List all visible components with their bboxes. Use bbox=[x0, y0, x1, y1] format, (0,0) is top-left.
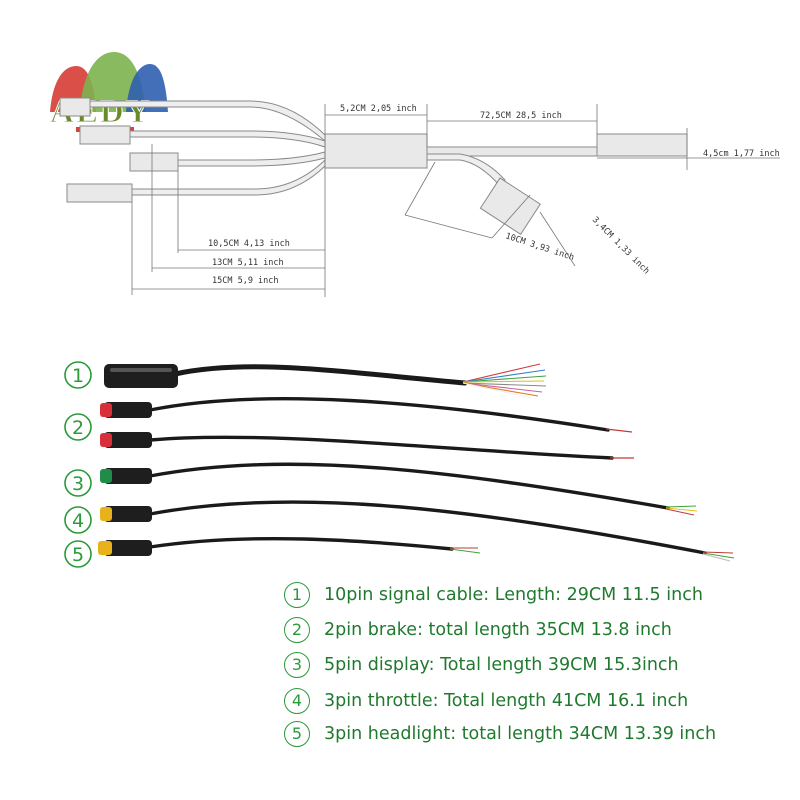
logo-mound-blue bbox=[126, 64, 168, 112]
cable-5-connector bbox=[104, 540, 152, 556]
cable-2b-connector-cap bbox=[100, 433, 112, 447]
photo-badge-1: 1 bbox=[72, 365, 84, 387]
dim-label-branch-2: 13CM 5,11 inch bbox=[212, 258, 284, 268]
spec-text-4: 3pin throttle: Total length 41CM 16.1 in… bbox=[324, 691, 689, 711]
cable-1-connector-shine bbox=[110, 368, 172, 372]
cable-photo bbox=[98, 363, 735, 562]
cable-1-connector bbox=[104, 364, 178, 388]
dimension-lines bbox=[131, 104, 780, 297]
drawing-connector-4 bbox=[66, 183, 133, 203]
dim-label-sleeve: 5,2CM 2,05 inch bbox=[340, 104, 417, 114]
spec-line-4: 4 3pin throttle: Total length 41CM 16.1 … bbox=[284, 688, 688, 714]
drawing-connector-3 bbox=[129, 152, 179, 172]
cable-5-connector-cap bbox=[98, 541, 112, 555]
cable-1-wire bbox=[172, 364, 468, 386]
drawing-connector-2 bbox=[79, 125, 131, 145]
photo-badge-3: 3 bbox=[72, 473, 84, 495]
cable-2b-connector bbox=[104, 432, 152, 448]
dim-label-branch-3: 10,5CM 4,13 inch bbox=[208, 239, 290, 249]
cable-4-tip bbox=[702, 551, 735, 562]
spec-badge-5: 5 bbox=[284, 721, 310, 747]
drawing-branch-outline-3 bbox=[177, 151, 326, 167]
dim-label-split-connector: 3,4CM 1,33 inch bbox=[590, 215, 651, 276]
cable-2a-connector-cap bbox=[100, 403, 112, 417]
brand-logo: AEDY bbox=[50, 52, 168, 132]
drawing-split-connector bbox=[479, 177, 541, 236]
drawing-end-sleeve bbox=[596, 133, 688, 157]
cable-2b-wire bbox=[148, 435, 614, 460]
cable-5-wire bbox=[148, 536, 454, 551]
dim-label-main: 72,5CM 28,5 inch bbox=[480, 111, 562, 121]
technical-drawing bbox=[59, 97, 688, 236]
cable-2a-tip bbox=[605, 428, 633, 433]
spec-text-5: 3pin headlight: total length 34CM 13.39 … bbox=[324, 724, 717, 744]
drawing-connector-1 bbox=[59, 97, 91, 117]
spec-badge-3: 3 bbox=[284, 652, 310, 678]
drawing-branch-outline-2 bbox=[129, 130, 326, 148]
spec-line-2: 2 2pin brake: total length 35CM 13.8 inc… bbox=[284, 617, 672, 643]
spec-badge-4: 4 bbox=[284, 688, 310, 714]
photo-badge-4: 4 bbox=[72, 510, 84, 532]
spec-line-3: 3 5pin display: Total length 39CM 15.3in… bbox=[284, 652, 679, 678]
spec-line-5: 5 3pin headlight: total length 34CM 13.3… bbox=[284, 721, 716, 747]
cable-4-wire bbox=[148, 500, 707, 555]
cable-3-tip bbox=[665, 505, 698, 516]
spec-text-2: 2pin brake: total length 35CM 13.8 inch bbox=[324, 620, 672, 640]
cable-2a-wire bbox=[148, 397, 610, 432]
drawing-split-branch bbox=[426, 153, 506, 187]
dim-label-split-branch: 10CM 3,93 inch bbox=[504, 231, 575, 263]
cable-1-fan-wires bbox=[462, 363, 547, 399]
drawing-main-sleeve bbox=[324, 133, 428, 169]
spec-text-3: 5pin display: Total length 39CM 15.3inch bbox=[324, 655, 679, 675]
dim-label-end: 4,5cm 1,77 inch bbox=[703, 149, 780, 159]
photo-badge-2: 2 bbox=[72, 417, 84, 439]
dim-label-branch-1: 15CM 5,9 inch bbox=[212, 276, 279, 286]
cable-3-connector bbox=[104, 468, 152, 484]
cable-5-tip bbox=[449, 547, 481, 554]
spec-line-1: 1 10pin signal cable: Length: 29CM 11.5 … bbox=[284, 582, 703, 608]
spec-badge-1: 1 bbox=[284, 582, 310, 608]
cable-2a-connector bbox=[104, 402, 152, 418]
photo-badges bbox=[64, 361, 92, 568]
cable-3-connector-cap bbox=[100, 469, 112, 483]
cable-4-connector bbox=[104, 506, 152, 522]
spec-badge-2: 2 bbox=[284, 617, 310, 643]
cable-4-connector-cap bbox=[100, 507, 112, 521]
spec-text-1: 10pin signal cable: Length: 29CM 11.5 in… bbox=[324, 585, 703, 605]
cable-3-wire bbox=[148, 462, 670, 510]
photo-badge-5: 5 bbox=[72, 544, 84, 566]
